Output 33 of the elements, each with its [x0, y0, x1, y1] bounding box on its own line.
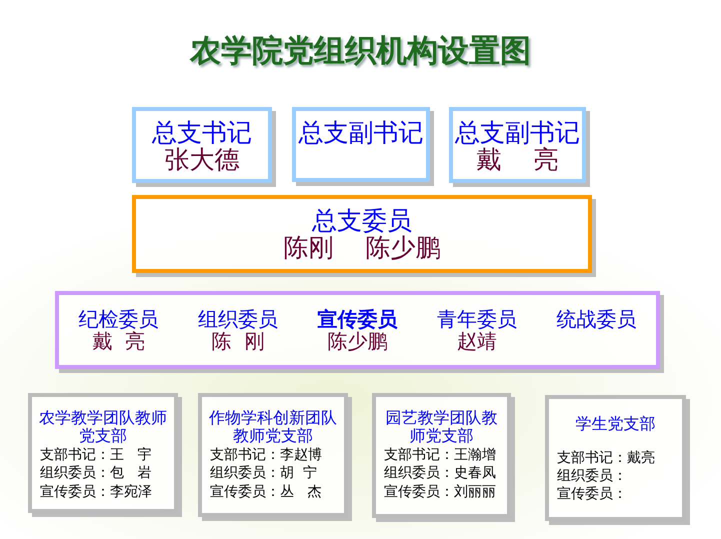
role-title: 组织委员 [198, 309, 278, 331]
member-line: 宣传委员： [557, 484, 627, 504]
member-line: 宣传委员：刘丽丽 [384, 482, 496, 501]
member-line: 支部书记：戴亮 [557, 448, 655, 467]
member-name: 陈 刚 [212, 330, 264, 352]
member-name: 张大德 [164, 146, 240, 173]
role-title: 纪检委员 [78, 309, 159, 331]
branch-title: 学生党支部 [574, 415, 656, 433]
role-title: 宣传委员 [317, 309, 398, 331]
member-line: 组织委员：史春凤 [384, 464, 496, 483]
position-title: 总支委员 [312, 207, 412, 234]
member-name: 赵靖 [456, 330, 497, 352]
member-line: 组织委员： [557, 466, 627, 485]
position-title: 总支书记 [152, 119, 252, 146]
role-title: 统战委员 [556, 309, 636, 331]
branch-title: 园艺教学团队教师党支部 [384, 409, 498, 444]
member-line: 组织委员：胡 宁 [210, 464, 317, 483]
role-title: 青年委员 [436, 309, 517, 331]
member-line: 宣传委员：李宛泽 [40, 482, 152, 501]
member-line: 支部书记：王瀚增 [384, 446, 496, 464]
member-name: 戴 亮 [476, 146, 558, 173]
position-title: 总支副书记 [298, 119, 424, 146]
position-title: 总支副书记 [455, 119, 580, 146]
member-line: 支部书记：王 宇 [40, 446, 152, 464]
member-line: 支部书记：李赵博 [210, 446, 322, 464]
branch-title: 农学教学团队教师党支部 [38, 409, 168, 444]
member-name: 戴 亮 [92, 330, 146, 352]
branch-title: 作物学科创新团队教师党支部 [208, 409, 338, 444]
member-name: 陈少鹏 [327, 330, 388, 352]
member-line: 组织委员：包 岩 [40, 464, 152, 483]
member-name: 陈刚 陈少鹏 [284, 234, 440, 261]
member-line: 宣传委员：丛 杰 [210, 482, 322, 501]
diagram-title: 农学院党组织机构设置图 [188, 32, 532, 71]
